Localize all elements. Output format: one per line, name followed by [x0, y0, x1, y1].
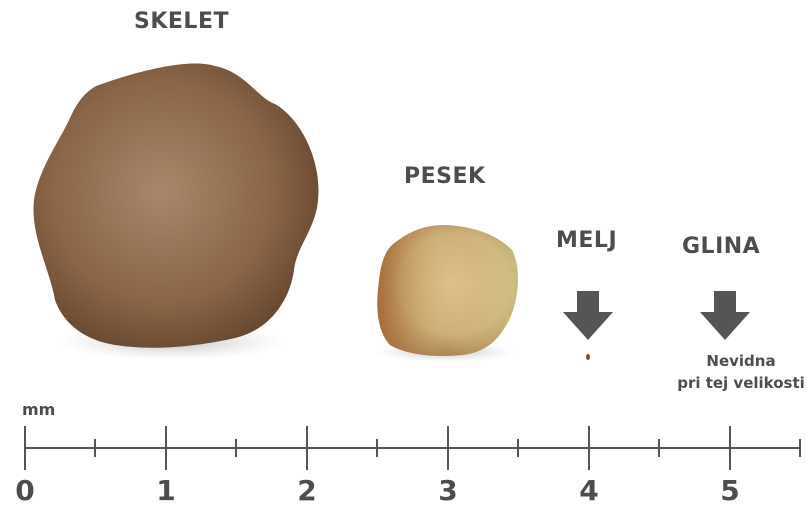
tick-label-4: 4 [579, 474, 599, 507]
pesek-particle-shading [377, 224, 518, 356]
tick-label-1: 1 [156, 474, 176, 507]
glina-note-line-1: Nevidna [706, 352, 776, 370]
label-glina: GLINA [682, 234, 761, 259]
label-skelet: SKELET [134, 9, 229, 34]
label-melj: MELJ [556, 228, 618, 253]
melj-particle [586, 354, 590, 360]
scale-unit-label: mm [22, 400, 56, 419]
melj-arrow-down-icon [563, 291, 613, 340]
tick-label-3: 3 [438, 474, 458, 507]
tick-label-5: 5 [720, 474, 740, 507]
tick-label-2: 2 [297, 474, 317, 507]
glina-arrow-down-icon [700, 291, 750, 340]
glina-invisible-note: Nevidna pri tej velikosti [672, 350, 807, 394]
mm-scale [24, 426, 801, 470]
glina-note-line-2: pri tej velikosti [677, 374, 805, 392]
skelet-particle [33, 63, 319, 348]
label-pesek: PESEK [404, 164, 486, 189]
tick-label-0: 0 [15, 474, 35, 507]
